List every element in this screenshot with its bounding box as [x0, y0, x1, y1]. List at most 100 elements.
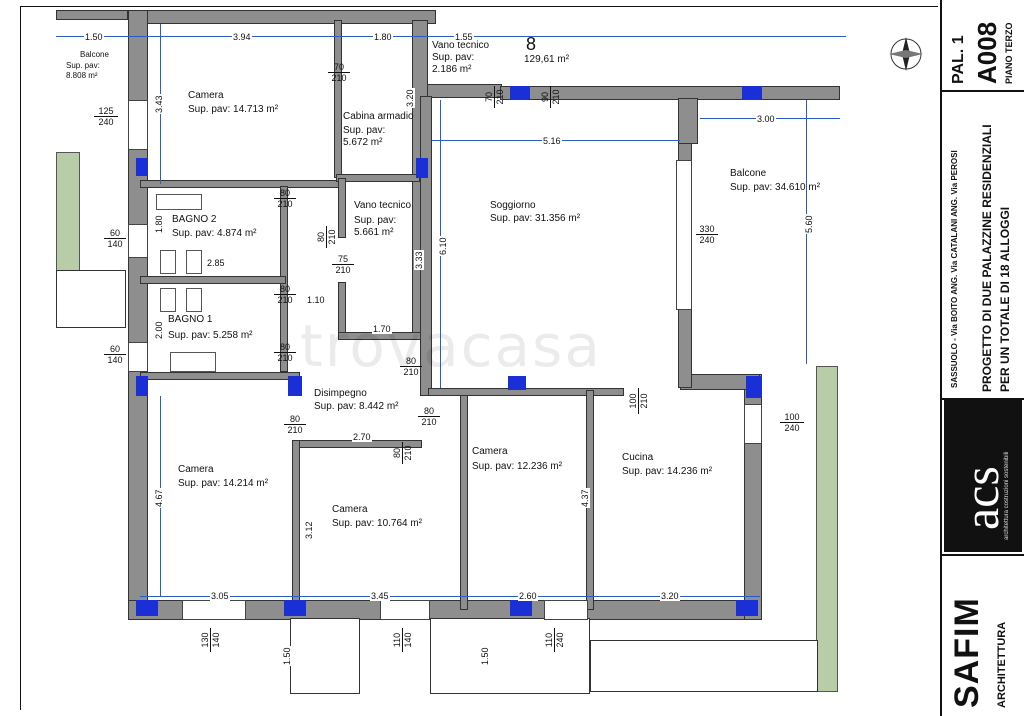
dim-label: 1.50 [480, 646, 490, 666]
dim-label: 3.43 [154, 94, 164, 114]
dim-label: 2.70 [352, 432, 372, 442]
toilet-bagno2 [160, 250, 176, 274]
room-vano-tecnico-1-name: Vano tecnico [432, 40, 490, 51]
window-bagno2 [128, 224, 148, 258]
title-divider [942, 554, 1024, 556]
pillar [136, 376, 148, 396]
wall-balcone-small [56, 10, 128, 20]
room-cucina-name: Cucina [622, 452, 654, 463]
wall-top-left [128, 10, 436, 24]
wall-camera2-right [460, 392, 468, 610]
balcony-planter-right [816, 366, 838, 692]
room-camera-3-name: Camera [332, 504, 368, 515]
watermark-text: trovacasa [300, 312, 602, 380]
dimension-line [56, 36, 846, 37]
room-soggiorno-area: Sup. pav: 31.356 m² [490, 213, 581, 224]
window-bagno1 [128, 342, 148, 372]
window-camera-bottom-3 [544, 600, 588, 620]
pillar [736, 600, 758, 616]
room-cucina-area: Sup. pav: 14.236 m² [622, 466, 713, 477]
title-divider [942, 398, 1024, 400]
room-vano-tecnico-1-area: Sup. pav: 2.186 m² [432, 52, 475, 75]
firm-subtitle: ARCHITETTURA [996, 621, 1008, 708]
room-bagno-2-name: BAGNO 2 [172, 214, 217, 225]
pillar [508, 376, 526, 390]
room-cabina-armadio-area: Sup. pav: 5.672 m² [343, 125, 386, 148]
title-address: SASSUOLO - Via BOITO ANG. Via CATALANI A… [950, 150, 959, 388]
title-code: A008 [972, 21, 1002, 84]
wall-h-soggiorno-camera [428, 388, 624, 396]
room-camera-4-area: Sup. pav: 12.236 m² [472, 461, 563, 472]
room-camera-1-area: Sup. pav: 14.713 m² [188, 104, 279, 115]
dim-label: 4.37 [580, 488, 590, 508]
dimension-line [140, 596, 760, 597]
dim-label: 3.45 [370, 591, 390, 601]
dim-label: 2.00 [154, 320, 164, 340]
room-camera-2-area: Sup. pav: 14.214 m² [178, 478, 269, 489]
dim-label: 3.94 [232, 32, 252, 42]
dim-label: 3.12 [304, 520, 314, 540]
pillar [510, 86, 530, 100]
pillar [136, 158, 148, 176]
title-pal: PAL. 1 [950, 35, 967, 84]
dim-label: 1.50 [282, 646, 292, 666]
north-arrow-icon [889, 37, 923, 71]
room-disimpegno-area: Sup. pav: 8.442 m² [314, 401, 399, 412]
unit-number: 8 [526, 34, 537, 54]
unit-area: 129,61 m² [524, 54, 570, 65]
dim-label: 3.33 [414, 250, 424, 270]
title-divider [942, 90, 1024, 92]
wall-bottom-balcony-right [430, 618, 590, 694]
room-disimpegno-name: Disimpegno [314, 388, 367, 399]
room-camera-1-name: Camera [188, 90, 224, 101]
toilet-bagno1 [160, 288, 176, 312]
room-bagno-1-area: Sup. pav: 5.258 m² [168, 330, 253, 341]
bidet-bagno1 [186, 288, 202, 312]
wall-bottom-balcony-left [290, 618, 360, 694]
firm-name: SAFIM [948, 597, 986, 708]
wall-h-bagno1-bottom [140, 372, 300, 380]
window-soggiorno-balcony [676, 160, 692, 310]
room-vano-tecnico-2-name: Vano tecnico [354, 200, 412, 211]
dim-label: 1.80 [373, 32, 393, 42]
dim-label: 6.10 [438, 236, 448, 256]
wall-right-top-strip [678, 98, 698, 144]
sink-bagno2 [156, 194, 202, 210]
title-block: PAL. 1 A008 PIANO TERZO SASSUOLO - Via B… [940, 0, 1024, 716]
window-camera-left [128, 100, 148, 150]
dim-label: 3.20 [660, 591, 680, 601]
room-balcone-small-name: Balcone [80, 50, 109, 59]
dim-label: 3.05 [210, 591, 230, 601]
window-cucina [744, 404, 762, 444]
room-balcone-large-area: Sup. pav: 34.610 m² [730, 182, 821, 193]
pillar [510, 600, 532, 616]
room-soggiorno-name: Soggiorno [490, 200, 536, 211]
bidet-bagno2 [186, 250, 202, 274]
studio-subtitle: architettura costruzioni sostenibili [1004, 451, 1010, 540]
dim-label: 5.16 [542, 136, 562, 146]
room-bagno-1-name: BAGNO 1 [168, 314, 213, 325]
pillar [136, 600, 158, 616]
wall-vano-left [338, 178, 346, 238]
studio-logo-block: acs architettura costruzioni sostenibili [944, 400, 1022, 552]
room-camera-3-area: Sup. pav: 10.764 m² [332, 518, 423, 529]
balcony-left-outline [56, 270, 126, 328]
wall-camera-cabina [334, 20, 342, 178]
balcony-planter-left [56, 152, 80, 274]
frame-left-line [20, 6, 21, 710]
